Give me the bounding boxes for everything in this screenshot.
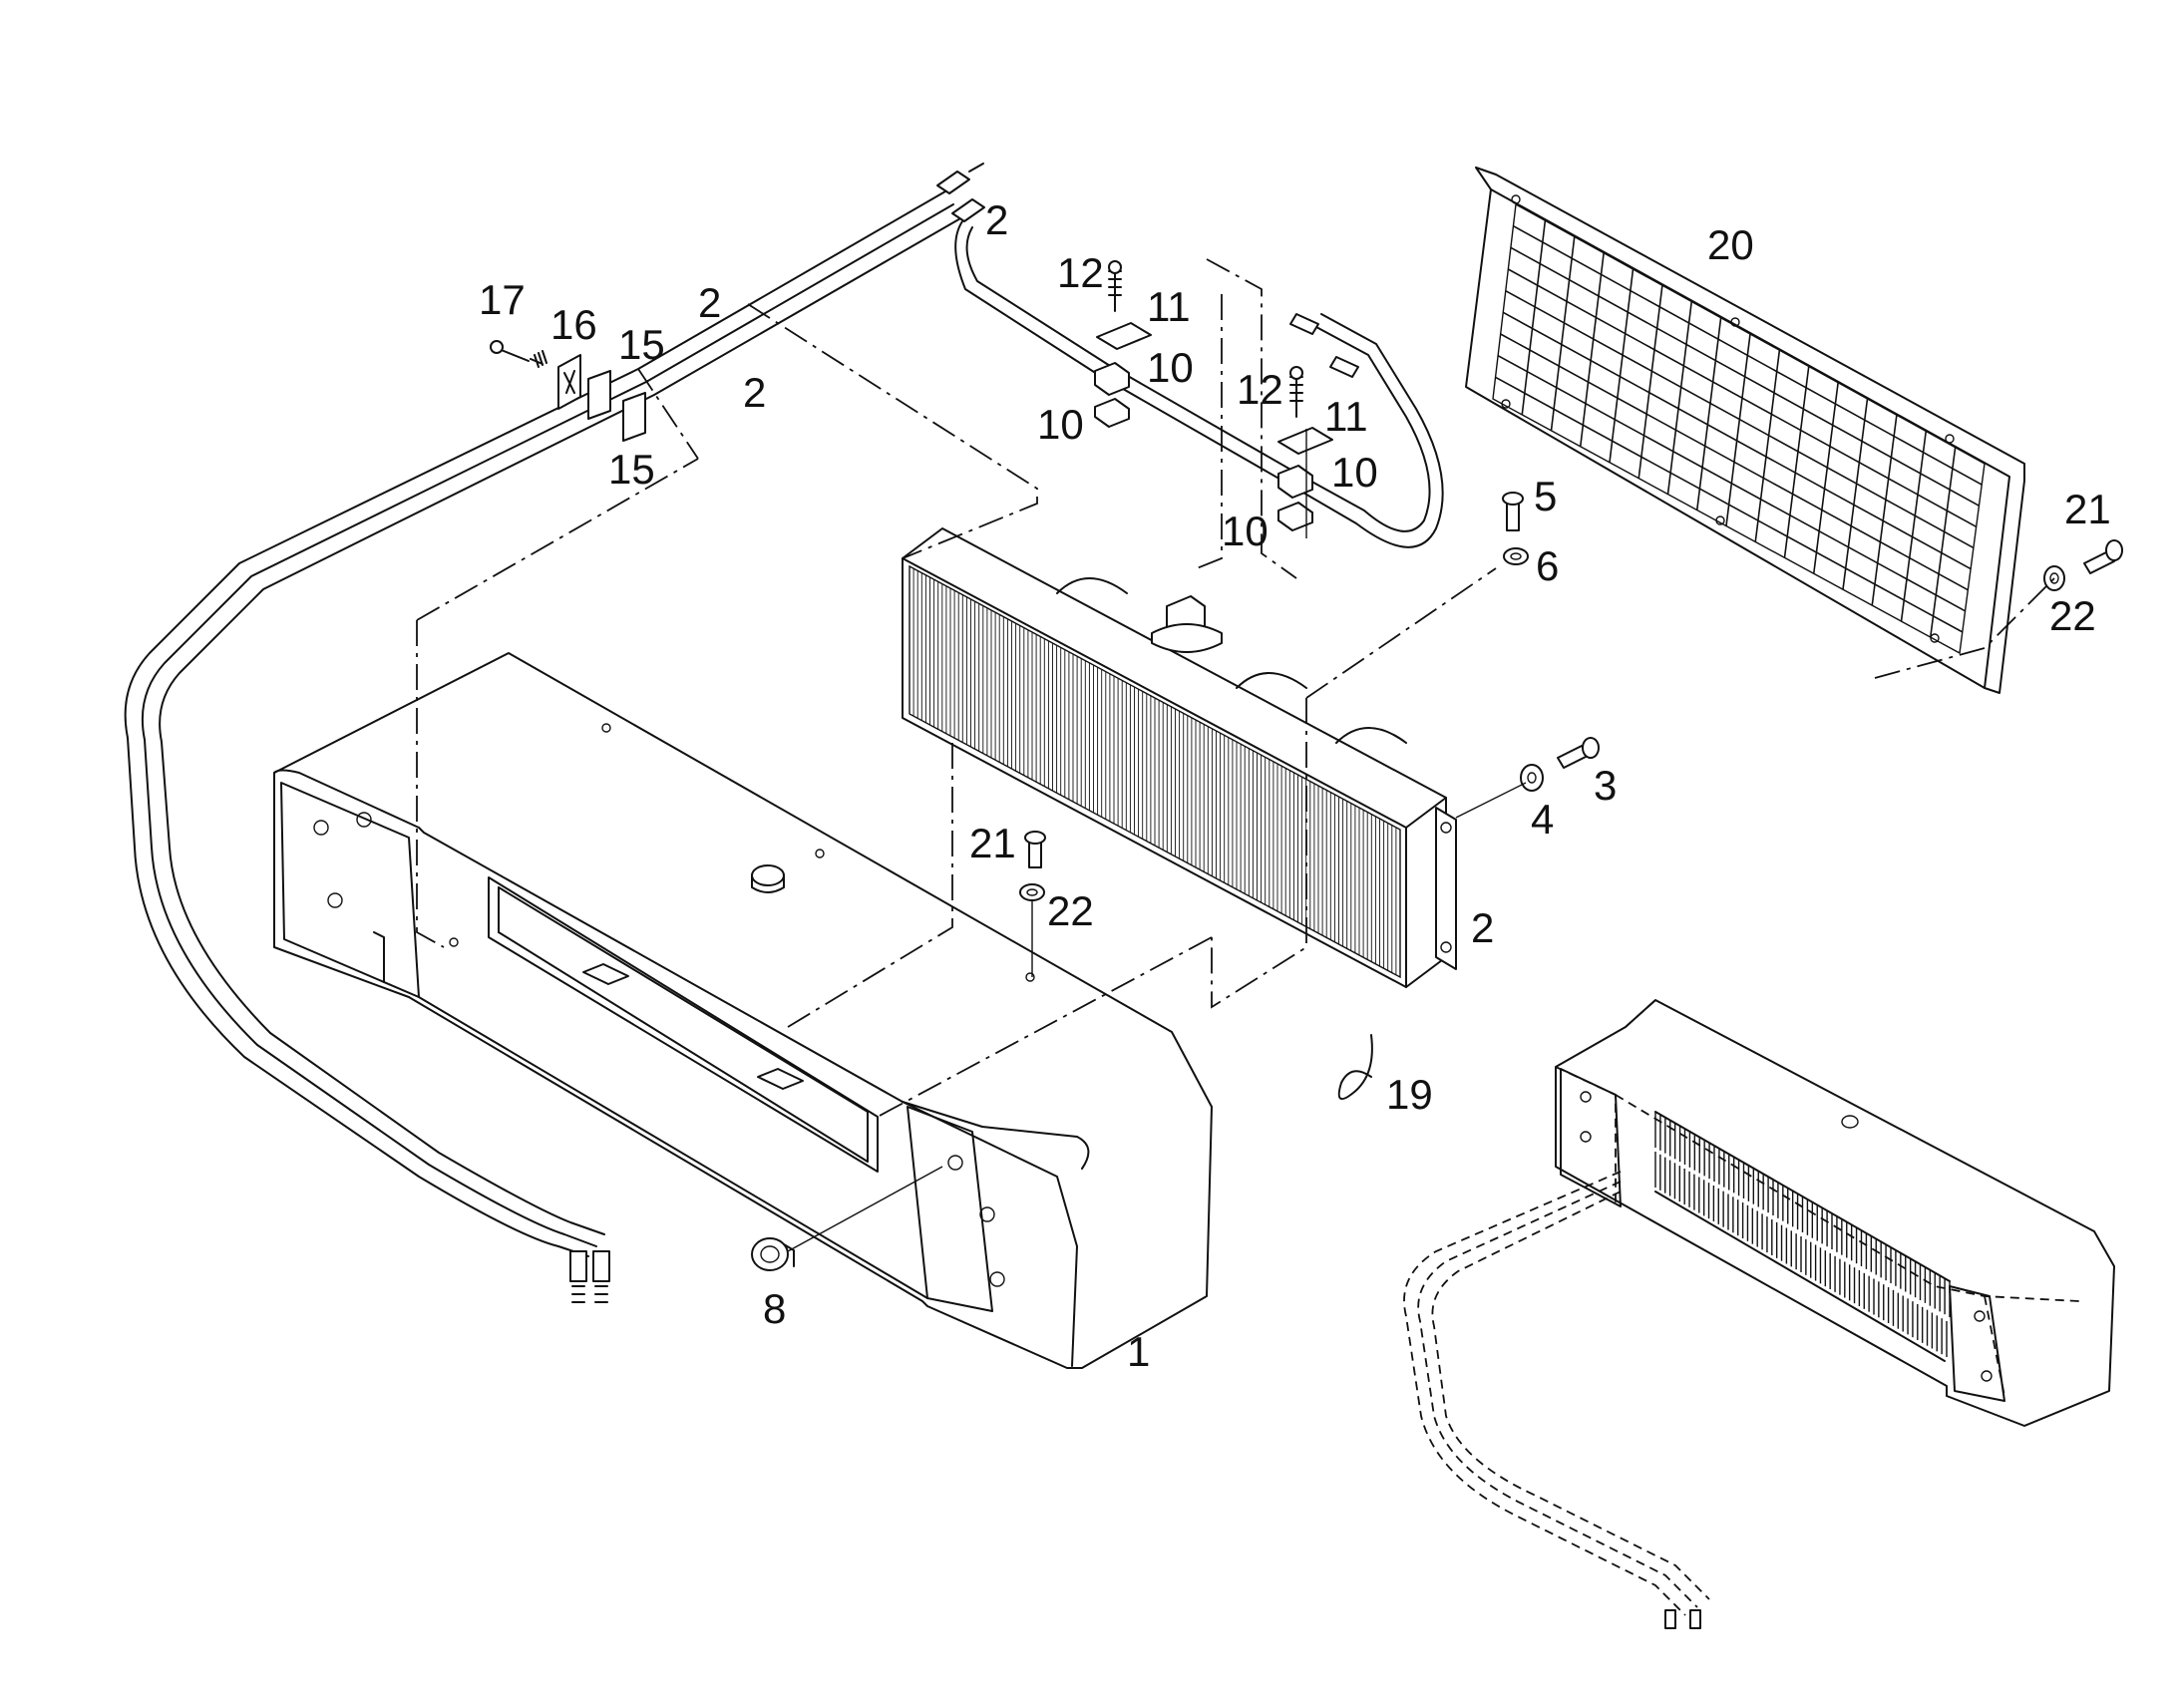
callout-2-top-a: 2	[698, 279, 721, 326]
callout-labels: 1 2 2 2 2 3 4 5 6 8 10 10 10 10 11 11 12…	[479, 196, 2111, 1375]
fin-hatching	[908, 566, 1401, 977]
callout-19: 19	[1386, 1071, 1433, 1118]
top-fittings	[936, 163, 985, 222]
callout-22-center: 22	[1047, 887, 1094, 934]
callout-10-b: 10	[1037, 401, 1084, 448]
callout-22-right: 22	[2049, 592, 2096, 639]
callout-15-a: 15	[618, 321, 665, 368]
callout-3: 3	[1594, 762, 1617, 809]
callout-4: 4	[1531, 796, 1554, 843]
callout-5: 5	[1534, 473, 1557, 519]
assembly-leaders	[416, 258, 2055, 1252]
callout-11-a: 11	[1147, 283, 1191, 330]
callout-21-center: 21	[969, 820, 1016, 866]
callout-8: 8	[763, 1285, 786, 1332]
callout-17: 17	[479, 276, 526, 323]
bottom-fittings	[569, 1250, 610, 1303]
clamp-set-left	[490, 340, 646, 442]
grille	[1465, 167, 2025, 694]
callout-1: 1	[1127, 1328, 1150, 1375]
callout-12-a: 12	[1057, 249, 1104, 296]
callout-2-top-right: 2	[985, 196, 1008, 243]
callout-16: 16	[550, 301, 597, 348]
clamp-set-top	[1094, 260, 1333, 531]
hose-assembly	[124, 163, 1444, 1303]
callout-6: 6	[1536, 542, 1559, 589]
callout-21-right: 21	[2064, 486, 2111, 532]
callout-15-b: 15	[608, 446, 655, 493]
housing	[273, 652, 1213, 1369]
callout-20: 20	[1707, 221, 1754, 268]
callout-10-c: 10	[1331, 449, 1378, 496]
assembled-inset	[1403, 999, 2115, 1629]
callout-12-b: 12	[1237, 366, 1283, 413]
grille-grid	[1495, 220, 1983, 638]
callout-2-top-b: 2	[743, 369, 766, 416]
callout-11-b: 11	[1324, 393, 1368, 440]
heat-exchanger	[902, 527, 1457, 988]
callout-10-a: 10	[1147, 344, 1194, 391]
callout-10-d: 10	[1222, 508, 1269, 554]
inset-fins	[1654, 1112, 1951, 1357]
callout-2-exchanger: 2	[1471, 904, 1494, 951]
hardware	[751, 492, 2123, 1271]
